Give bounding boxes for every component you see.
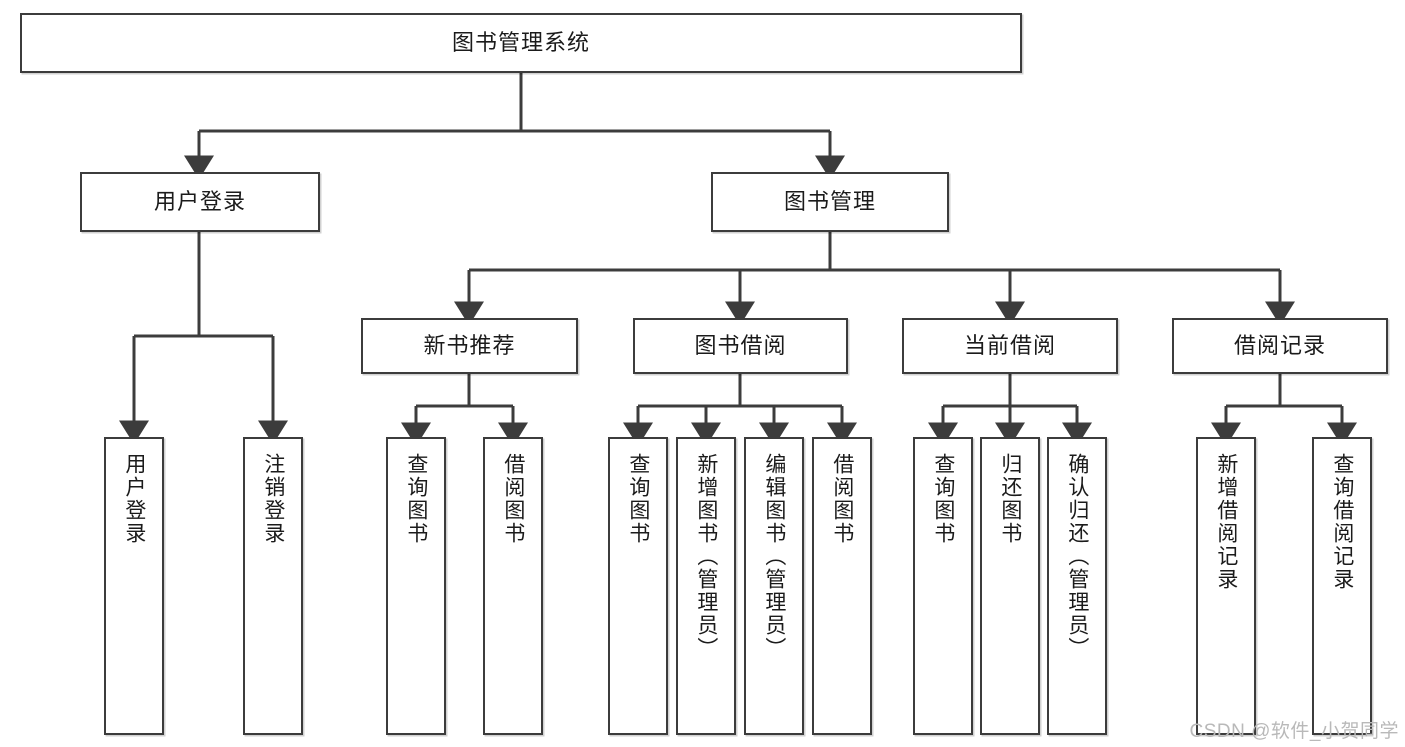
leaf-borrow-book-recommend[interactable]: 借阅图书 [483,437,543,735]
leaf-query-book-recommend[interactable]: 查询图书 [386,437,446,735]
node-label: 图书借阅 [694,333,787,359]
leaf-query-book[interactable]: 查询图书 [608,437,668,735]
node-book-borrow[interactable]: 图书借阅 [633,318,848,374]
node-label: 查询图书 [404,453,428,545]
node-label: 新增图书（管理员） [694,453,718,660]
leaf-query-borrow-record[interactable]: 查询借阅记录 [1312,437,1372,735]
node-label: 图书管理 [783,189,876,215]
node-label: 确认归还（管理员） [1065,453,1089,660]
node-label: 归还图书 [998,453,1022,545]
node-label: 借阅图书 [501,453,525,545]
node-label: 当前借阅 [963,333,1056,359]
node-system-root[interactable]: 图书管理系统 [20,13,1022,73]
leaf-borrow-book[interactable]: 借阅图书 [812,437,872,735]
node-new-book-recommend[interactable]: 新书推荐 [361,318,578,374]
node-label: 借阅图书 [830,453,854,545]
leaf-confirm-return-admin[interactable]: 确认归还（管理员） [1047,437,1107,735]
node-current-borrow[interactable]: 当前借阅 [902,318,1118,374]
node-label: 借阅记录 [1233,333,1326,359]
node-label: 查询借阅记录 [1330,453,1354,591]
node-user-login[interactable]: 用户登录 [80,172,320,232]
leaf-add-borrow-record[interactable]: 新增借阅记录 [1196,437,1256,735]
leaf-return-book[interactable]: 归还图书 [980,437,1040,735]
node-label: 用户登录 [153,189,246,215]
leaf-edit-book-admin[interactable]: 编辑图书（管理员） [744,437,804,735]
node-book-management[interactable]: 图书管理 [711,172,949,232]
node-label: 注销登录 [261,453,285,545]
csdn-watermark: CSDN @软件_小贺同学 [1189,721,1399,742]
node-label: 用户登录 [122,453,146,545]
node-label: 图书管理系统 [451,30,590,56]
leaf-user-logout[interactable]: 注销登录 [243,437,303,735]
node-borrow-record[interactable]: 借阅记录 [1172,318,1388,374]
node-label: 编辑图书（管理员） [762,453,786,660]
leaf-user-login[interactable]: 用户登录 [104,437,164,735]
leaf-query-book-current[interactable]: 查询图书 [913,437,973,735]
leaf-add-book-admin[interactable]: 新增图书（管理员） [676,437,736,735]
node-label: 查询图书 [931,453,955,545]
node-label: 新增借阅记录 [1214,453,1238,591]
node-label: 新书推荐 [423,333,516,359]
node-label: 查询图书 [626,453,650,545]
